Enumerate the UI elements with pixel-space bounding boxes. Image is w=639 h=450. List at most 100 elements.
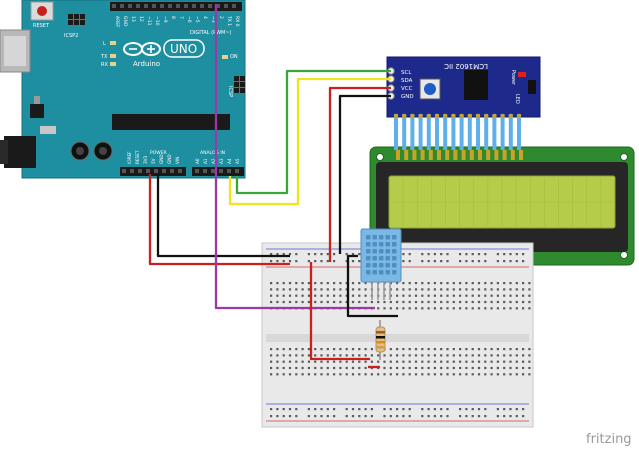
bb-hole (345, 260, 348, 263)
bb-hole (389, 415, 392, 418)
bb-hole (490, 300, 493, 304)
bb-hole (408, 300, 411, 304)
bb-hole (276, 360, 279, 363)
wire-5v (148, 174, 290, 266)
bb-hole (377, 360, 380, 363)
bb-hole (440, 408, 443, 411)
bb-hole (320, 253, 323, 256)
digital-pin-hole (176, 4, 180, 8)
bb-hole (408, 360, 411, 363)
dht-vent-hole (366, 263, 371, 268)
bb-hole (320, 360, 323, 363)
bb-hole (433, 415, 436, 418)
dht-body (360, 228, 402, 283)
bb-hole (295, 415, 298, 418)
bb-hole (421, 366, 424, 370)
lcd-pin (486, 150, 491, 160)
bb-hole (389, 307, 392, 310)
bb-hole (333, 373, 336, 376)
bb-hole (446, 300, 449, 304)
bb-hole (427, 408, 430, 411)
bb-hole (339, 294, 342, 297)
dht-vent-hole (385, 256, 390, 261)
bb-hole (477, 253, 481, 256)
i2c-lcd-pin (508, 114, 513, 150)
bb-hole (358, 360, 361, 363)
dht-vent-hole (366, 242, 371, 247)
bb-hole (351, 253, 355, 256)
bb-hole (345, 354, 348, 357)
bb-hole (503, 348, 506, 351)
bb-hole (471, 348, 474, 351)
power-label: POWER (150, 150, 167, 156)
i2c-solder-pad (492, 113, 497, 119)
bb-hole (408, 354, 411, 357)
bb-hole (452, 373, 455, 376)
analog-pin-hole (227, 169, 231, 173)
digital-pin-hole (128, 4, 132, 8)
bb-hole (528, 288, 531, 291)
power-pin-hole (178, 169, 182, 173)
bb-hole (433, 294, 436, 297)
bb-hole (295, 253, 298, 256)
bb-hole (333, 260, 336, 263)
bb-hole (515, 282, 518, 285)
bb-hole (288, 288, 292, 291)
wires (148, 4, 398, 369)
bb-hole (333, 415, 336, 418)
breadboard-channel (266, 334, 529, 342)
atmega-chip (112, 114, 230, 130)
bb-hole (364, 288, 367, 291)
bb-hole (351, 366, 355, 370)
bb-hole (503, 260, 506, 263)
bb-hole (414, 294, 418, 297)
bb-hole (440, 360, 443, 363)
bb-hole (496, 366, 499, 370)
i2c-led-jumper (528, 80, 536, 94)
bb-hole (358, 253, 361, 256)
bb-hole (433, 366, 436, 370)
bb-hole (358, 294, 361, 297)
bb-hole (333, 253, 336, 256)
bb-hole (465, 408, 468, 411)
bb-hole (509, 288, 512, 291)
bb-hole (496, 373, 499, 376)
bb-hole (320, 260, 323, 263)
bb-hole (459, 253, 462, 256)
bb-hole (490, 366, 493, 370)
i2c-lcd-pin (443, 114, 448, 150)
bb-hole (427, 415, 430, 418)
bb-hole (515, 260, 518, 263)
bb-hole (270, 366, 273, 370)
bb-hole (446, 253, 449, 256)
bb-hole (496, 348, 499, 351)
bb-hole (389, 300, 392, 304)
bb-hole (270, 260, 273, 263)
bb-hole (320, 348, 323, 351)
bb-hole (484, 366, 487, 370)
bb-hole (522, 408, 525, 411)
dht-vent-hole (379, 235, 384, 240)
bb-hole (408, 260, 411, 263)
bb-hole (522, 260, 525, 263)
bb-hole (307, 300, 310, 304)
bb-hole (358, 408, 361, 411)
bb-hole (345, 408, 348, 411)
bb-hole (320, 408, 323, 411)
bb-hole (509, 354, 512, 357)
bb-hole (351, 294, 355, 297)
bb-hole (276, 415, 279, 418)
bb-hole (383, 300, 386, 304)
brand-label: Arduino (133, 60, 160, 68)
bb-hole (364, 300, 367, 304)
bb-hole (433, 300, 436, 304)
bb-hole (509, 260, 512, 263)
bb-hole (433, 307, 436, 310)
bb-hole (421, 260, 424, 263)
bb-hole (282, 253, 285, 256)
bb-hole (383, 415, 386, 418)
bb-hole (484, 282, 487, 285)
bb-hole (358, 366, 361, 370)
bb-hole (370, 415, 373, 418)
bb-hole (471, 415, 474, 418)
